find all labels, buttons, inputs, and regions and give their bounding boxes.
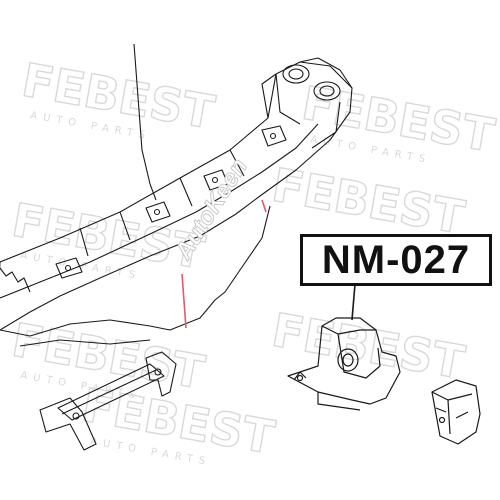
- accent-marks: [181, 199, 267, 329]
- subframe-drawing: [0, 43, 353, 347]
- mount-bracket: [431, 379, 481, 445]
- watermark-brand: FEBEST: [268, 158, 469, 245]
- part-number-label: NM-027: [300, 234, 492, 286]
- torque-rod: [39, 351, 177, 451]
